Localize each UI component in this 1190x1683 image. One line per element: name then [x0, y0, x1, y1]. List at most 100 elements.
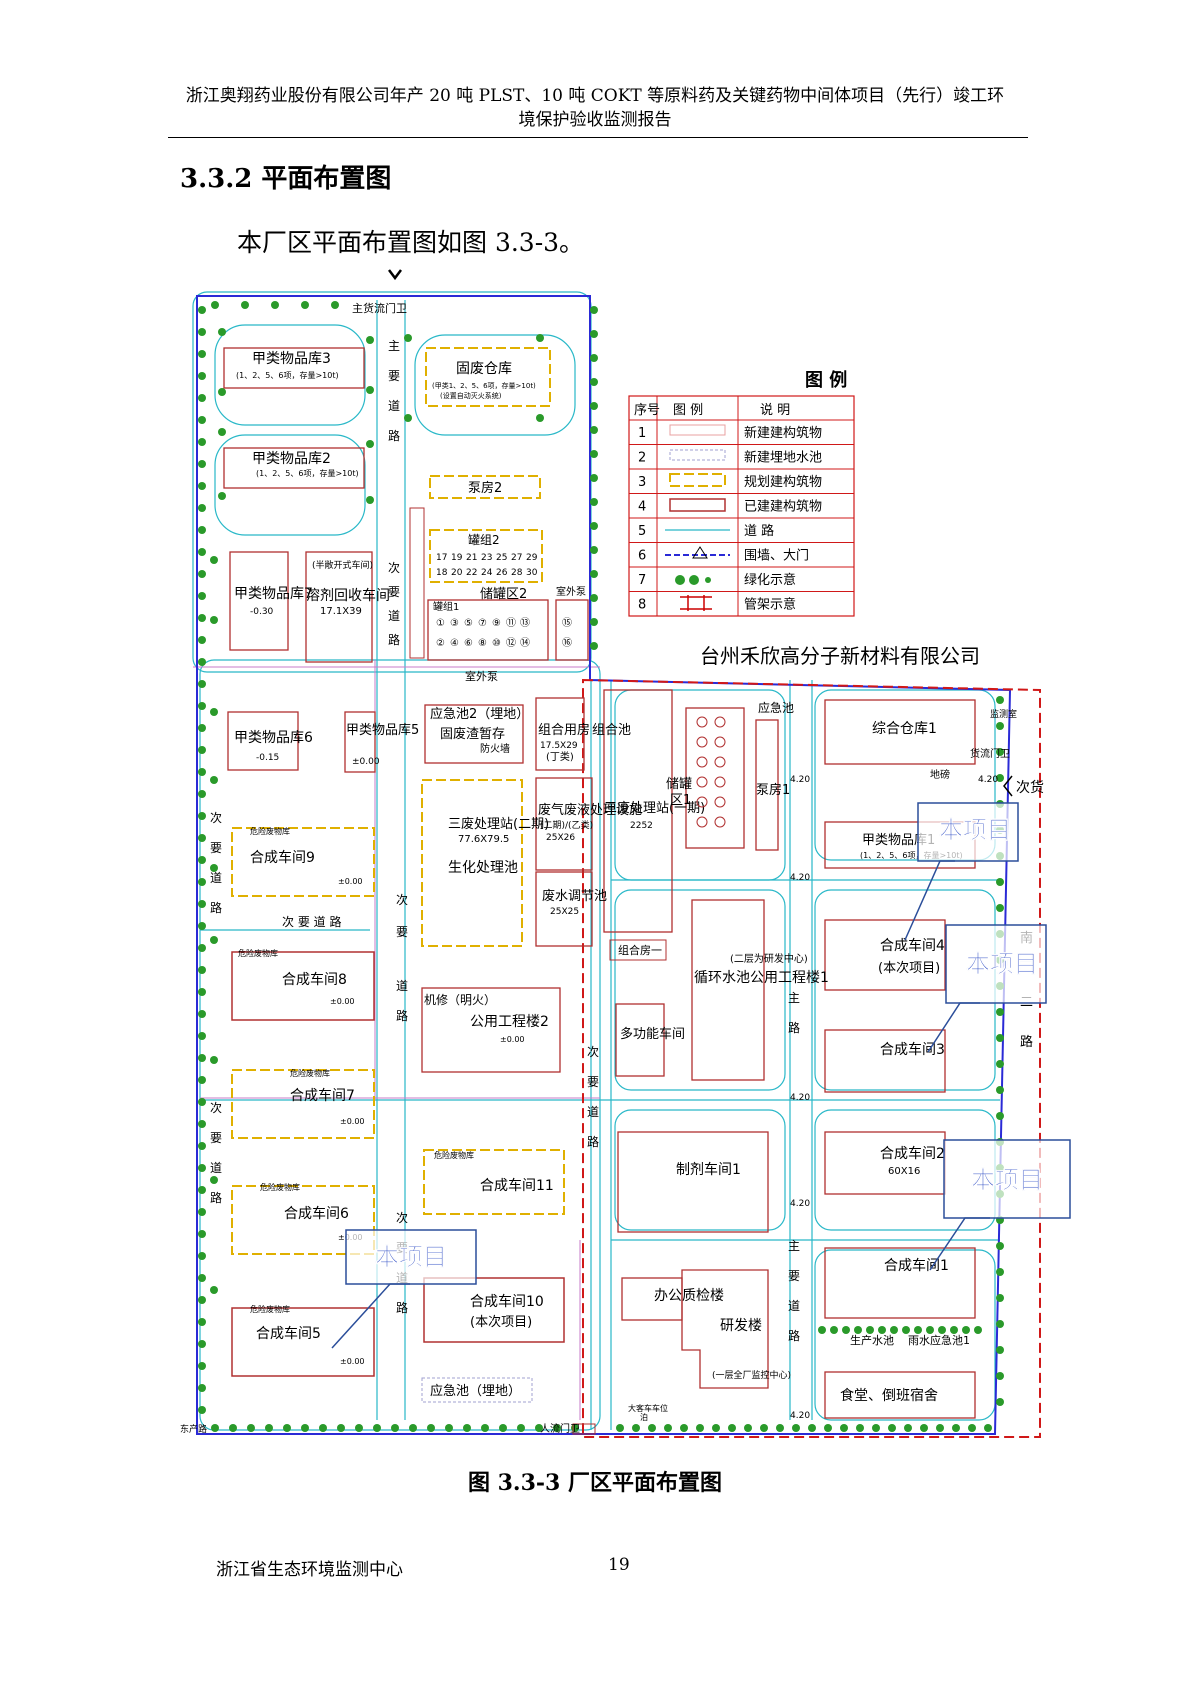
building-guanzu2	[429, 529, 543, 583]
legend-frame	[628, 395, 855, 617]
small-tank: ⑤	[464, 618, 473, 629]
tree-icon	[996, 904, 1004, 912]
label-road-v6: 要	[587, 1075, 599, 1089]
tree-icon	[818, 1326, 826, 1334]
tree-icon	[210, 1056, 218, 1064]
tree-icon	[776, 1424, 784, 1432]
tank-number: 22	[466, 568, 477, 578]
label-ciyao-h: 次 要 道 路	[282, 914, 341, 929]
label-shengchan-shui: 生产水池	[850, 1333, 894, 1347]
tree-icon	[331, 301, 339, 309]
tree-icon	[616, 1424, 624, 1432]
buildings	[223, 347, 976, 1435]
tree-icon	[198, 460, 206, 468]
tree-icon	[914, 1326, 922, 1334]
building-duogong	[615, 1003, 665, 1077]
tree-icon	[996, 696, 1004, 704]
legend-row-no: 7	[638, 573, 646, 588]
tree-icon	[590, 354, 598, 362]
tree-icon	[996, 1008, 1004, 1016]
label-fanghuoqiang: 防火墙	[480, 742, 510, 755]
label-danger-tag: 危险废物库	[250, 826, 290, 836]
tree-icon	[198, 592, 206, 600]
tree-icon	[664, 1424, 672, 1432]
label-shiwaibeng-r: 室外泵	[556, 585, 586, 598]
label-bengfang1: 泵房1	[756, 782, 790, 798]
project-callout-pointer	[331, 1283, 410, 1349]
building-zuhefang1	[609, 939, 667, 961]
label-neighbor: 台州禾欣高分子新材料有限公司	[700, 644, 980, 668]
tree-icon	[499, 1424, 507, 1432]
tree-icon	[198, 856, 206, 864]
tree-icon	[198, 680, 206, 688]
building-hecheng4	[824, 919, 946, 991]
tree-icon	[198, 438, 206, 446]
label-gongyong1-note: (二层为研发中心)	[730, 952, 808, 965]
building-zhiji	[617, 1131, 769, 1233]
tree-icon	[198, 504, 206, 512]
tree-icon	[319, 1424, 327, 1432]
label-road-v8: 主	[788, 991, 800, 1005]
tree-icon	[229, 1424, 237, 1432]
label-hecheng5: 合成车间5	[256, 1325, 321, 1342]
tree-icon	[265, 1424, 273, 1432]
header-line-1: 浙江奥翔药业股份有限公司年产 20 吨 PLST、10 吨 COKT 等原料药及…	[185, 86, 1005, 106]
legend-row-desc: 管架示意	[744, 597, 796, 613]
tree-icon	[366, 496, 374, 504]
tree-icon	[198, 812, 206, 820]
label-hecheng4-note: (本次项目)	[878, 960, 940, 976]
label-gufei-sub2: (设置自动灭火系统)	[440, 391, 502, 400]
tree-icon	[198, 878, 206, 886]
label-jia3: 甲类物品库3	[252, 351, 331, 367]
label-renliu: 人流门卫	[540, 1422, 580, 1435]
page-header: 浙江奥翔药业股份有限公司年产 20 吨 PLST、10 吨 COKT 等原料药及…	[150, 84, 1040, 132]
tree-icon	[218, 428, 226, 436]
tree-icon	[198, 1054, 206, 1062]
label-yushui: 雨水应急池1	[908, 1333, 970, 1347]
tree-icon	[409, 1424, 417, 1432]
label-dake2: 泊	[640, 1412, 648, 1422]
label-huoliu: 货流门卫	[970, 747, 1010, 760]
tree-icon	[878, 1326, 886, 1334]
tank-circle	[696, 796, 708, 808]
label-gongyong1: 公用工程楼1	[750, 970, 829, 986]
tree-icon	[792, 1424, 800, 1432]
tree-icon	[996, 722, 1004, 730]
label-elev: 4.20	[790, 775, 810, 785]
tank-circle	[696, 716, 708, 728]
tree-icon	[404, 334, 412, 342]
label-hecheng2-size: 60X16	[888, 1166, 920, 1177]
label-road-south: 路	[1020, 1034, 1033, 1050]
building-feiqi	[535, 777, 593, 871]
legend-title: 图 例	[805, 369, 847, 391]
label-dibang: 地磅	[930, 768, 950, 781]
tree-icon	[198, 1186, 206, 1194]
label-road-v: 主	[388, 339, 400, 353]
tree-icon	[535, 1424, 543, 1432]
small-tank: ⑮	[562, 617, 572, 629]
label-jia5: 甲类物品库5	[346, 722, 419, 738]
label-elev: 4.20	[790, 1411, 810, 1421]
building-guanzu1	[427, 599, 549, 661]
tree-icon	[198, 636, 206, 644]
tank-number: 29	[526, 553, 538, 563]
label-jianceshi: 监测室	[990, 708, 1017, 720]
tree-icon	[198, 306, 206, 314]
tree-icon	[283, 1424, 291, 1432]
tree-icon	[866, 1326, 874, 1334]
tank-circle	[714, 756, 726, 768]
label-elev0: ±0.00	[500, 1035, 525, 1044]
label-sanfei1-size: 2252	[630, 821, 653, 831]
label-danger-tag: 危险废物库	[434, 1150, 474, 1160]
label-road-v2: 要	[388, 585, 400, 599]
project-callout-text: 本项目	[939, 816, 1011, 844]
label-feishui-size: 25X25	[550, 907, 579, 917]
tank-number: 19	[451, 553, 463, 563]
tree-icon	[808, 1424, 816, 1432]
north-arrow-icon	[388, 269, 402, 281]
legend-row-desc: 绿化示意	[744, 572, 796, 588]
label-road-v: 路	[388, 428, 400, 443]
label-cihuo: 次货	[1016, 779, 1044, 796]
tree-icon	[210, 556, 218, 564]
